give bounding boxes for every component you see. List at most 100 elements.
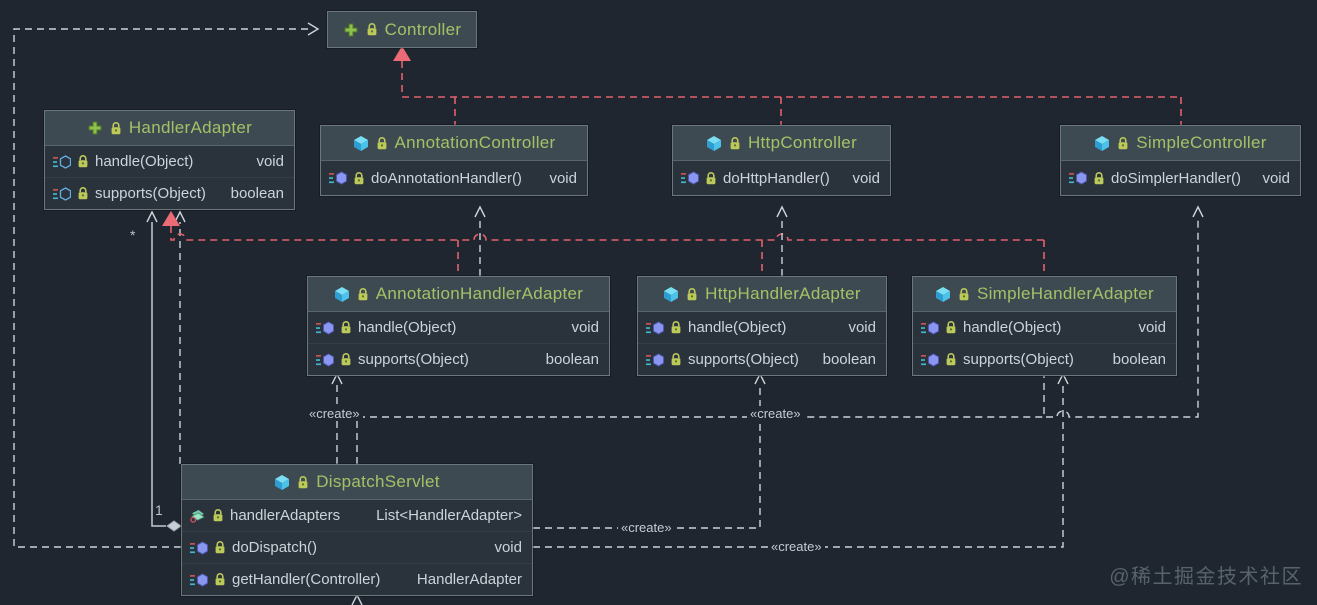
lock-icon: [376, 136, 388, 151]
class-header[interactable]: HttpController: [673, 126, 890, 161]
class-title: HttpHandlerAdapter: [705, 284, 861, 303]
lock-icon: [357, 287, 369, 302]
class-header[interactable]: SimpleController: [1061, 126, 1300, 161]
member-row[interactable]: doAnnotationHandler() void: [321, 161, 587, 195]
class-box-httpcontroller[interactable]: HttpController doHttpHandler() void: [672, 125, 891, 196]
lock-icon: [670, 320, 682, 335]
lock-icon: [212, 508, 224, 523]
lock-icon: [945, 352, 957, 367]
member-row[interactable]: supports(Object) boolean: [913, 343, 1176, 375]
member-row[interactable]: supports(Object) boolean: [308, 343, 609, 375]
member-row[interactable]: supports(Object) boolean: [638, 343, 886, 375]
member-type: boolean: [822, 351, 876, 368]
member-name: supports(Object): [358, 351, 469, 368]
member-row[interactable]: doSimplerHandler() void: [1061, 161, 1300, 195]
class-header[interactable]: HandlerAdapter: [45, 111, 294, 146]
member-name: handle(Object): [963, 319, 1062, 336]
lock-icon: [1117, 136, 1129, 151]
class-box-simplehandleradapter[interactable]: SimpleHandlerAdapter handle(Object) void…: [912, 276, 1177, 376]
lock-icon: [670, 352, 682, 367]
edge-aggregation-dispatchservlet-handleradapter: [146, 210, 182, 532]
member-name: doSimplerHandler(): [1111, 169, 1242, 187]
member-type: boolean: [1112, 351, 1166, 368]
method-icon: [53, 155, 71, 169]
field-icon: [190, 509, 206, 523]
lock-icon: [958, 287, 970, 302]
edge-dependency-annotationadapter-annotationcontroller: [474, 205, 486, 276]
edge-dependency-httpadapter-httpcontroller: [776, 205, 788, 276]
edge-dependency-dispatchservlet-controller: [13, 22, 320, 548]
member-row[interactable]: handle(Object) void: [308, 312, 609, 343]
member-type: void: [256, 153, 284, 170]
class-header[interactable]: HttpHandlerAdapter: [638, 277, 886, 312]
class-header[interactable]: SimpleHandlerAdapter: [913, 277, 1176, 312]
class-box-controller[interactable]: Controller: [327, 11, 477, 48]
edge-create-httphandleradapter: [533, 372, 766, 529]
lock-icon: [353, 171, 365, 186]
edge-incoming-bottom-arrow: [351, 593, 363, 605]
member-row[interactable]: doHttpHandler() void: [673, 161, 890, 195]
member-name: doDispatch(): [232, 539, 318, 556]
interface-icon: [87, 120, 103, 136]
member-name: handle(Object): [688, 319, 787, 336]
class-title: AnnotationHandlerAdapter: [375, 284, 584, 303]
class-header[interactable]: Controller: [328, 12, 476, 47]
member-name: doAnnotationHandler(): [371, 169, 522, 187]
class-title: SimpleController: [1136, 133, 1267, 152]
class-box-simplecontroller[interactable]: SimpleController doSimplerHandler() void: [1060, 125, 1301, 196]
method-icon: [316, 321, 334, 335]
class-icon: [353, 135, 369, 151]
member-row[interactable]: supports(Object) boolean: [45, 177, 294, 209]
method-icon: [681, 171, 699, 185]
member-type: void: [549, 169, 577, 187]
edge-create-branch-horizontal: [356, 410, 1044, 464]
member-name: supports(Object): [688, 351, 799, 368]
member-row[interactable]: handle(Object) void: [638, 312, 886, 343]
edge-create-simplehandleradapter: [533, 372, 1069, 548]
lock-icon: [297, 475, 309, 490]
method-icon: [921, 321, 939, 335]
class-icon: [663, 286, 679, 302]
lock-icon: [945, 320, 957, 335]
class-icon: [935, 286, 951, 302]
interface-icon: [343, 22, 359, 38]
member-type: HandlerAdapter: [416, 571, 522, 588]
class-box-dispatchservlet[interactable]: DispatchServlet handlerAdapters List<Han…: [181, 464, 533, 596]
multiplicity-many-label: *: [128, 227, 138, 243]
member-type: boolean: [230, 185, 284, 202]
member-type: void: [1262, 169, 1290, 187]
member-type: void: [848, 319, 876, 336]
member-name: handlerAdapters: [230, 507, 341, 524]
member-name: supports(Object): [963, 351, 1074, 368]
class-title: SimpleHandlerAdapter: [976, 284, 1155, 303]
lock-icon: [340, 352, 352, 367]
class-header[interactable]: DispatchServlet: [182, 465, 532, 500]
member-row[interactable]: getHandler(Controller) HandlerAdapter: [182, 563, 532, 595]
method-icon: [190, 573, 208, 587]
create-label: «create»: [618, 520, 675, 535]
class-box-annotationcontroller[interactable]: AnnotationController doAnnotationHandler…: [320, 125, 588, 196]
class-header[interactable]: AnnotationController: [321, 126, 587, 161]
member-name: handle(Object): [95, 153, 194, 170]
class-box-annotationhandleradapter[interactable]: AnnotationHandlerAdapter handle(Object) …: [307, 276, 610, 376]
method-icon: [646, 353, 664, 367]
method-icon: [1069, 171, 1087, 185]
member-row[interactable]: doDispatch() void: [182, 531, 532, 563]
member-type: void: [571, 319, 599, 336]
member-row[interactable]: handle(Object) void: [45, 146, 294, 177]
member-name: handle(Object): [358, 319, 457, 336]
member-type: void: [494, 539, 522, 556]
member-row[interactable]: handlerAdapters List<HandlerAdapter>: [182, 500, 532, 531]
class-title: HandlerAdapter: [128, 118, 253, 137]
member-name: getHandler(Controller): [232, 571, 381, 588]
lock-icon: [705, 171, 717, 186]
method-icon: [53, 187, 71, 201]
member-type: List<HandlerAdapter>: [376, 507, 522, 524]
create-label: «create»: [306, 406, 363, 421]
member-row[interactable]: handle(Object) void: [913, 312, 1176, 343]
class-header[interactable]: AnnotationHandlerAdapter: [308, 277, 609, 312]
method-icon: [316, 353, 334, 367]
class-box-handleradapter[interactable]: HandlerAdapter handle(Object) void suppo…: [44, 110, 295, 210]
class-box-httphandleradapter[interactable]: HttpHandlerAdapter handle(Object) void s…: [637, 276, 887, 376]
class-icon: [1094, 135, 1110, 151]
